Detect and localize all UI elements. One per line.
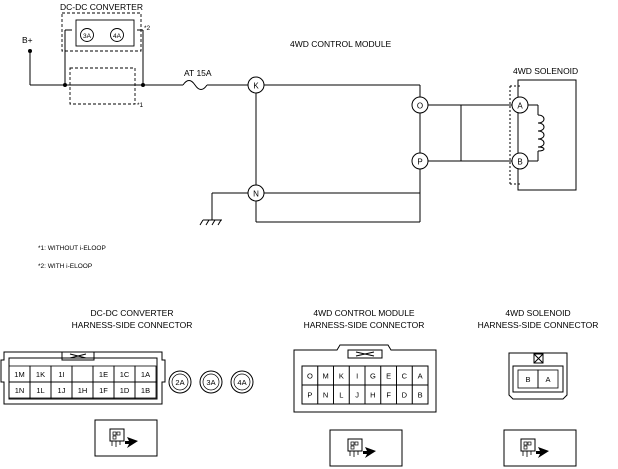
note-mark-2: *2: [144, 25, 151, 32]
module-pin-label: F: [386, 391, 391, 400]
dcdc-pin-label: 1M: [14, 370, 24, 379]
dcdc-connector-pins: 1M 1K 1I 1E 1C 1A 1N 1L 1J 1H 1F 1D 1B: [8, 365, 157, 399]
module-pin-label: E: [386, 372, 391, 381]
dcdc-pin-label: 1L: [36, 386, 44, 395]
dcdc-pin-label: 1N: [15, 386, 25, 395]
module-connector-title-1: 4WD CONTROL MODULE: [313, 308, 415, 318]
svg-text:A: A: [517, 102, 523, 111]
module-connector-pins: O M K I G E C A P N L J H F D B: [301, 365, 429, 405]
svg-text:4A: 4A: [113, 33, 122, 40]
solenoid-terminal-a: A: [511, 96, 529, 114]
svg-text:N: N: [253, 190, 259, 199]
dcdc-pin-label: 1E: [99, 370, 108, 379]
module-terminal-o: O: [411, 96, 429, 114]
module-pin-label: N: [323, 391, 328, 400]
solenoid-connector-title-2: HARNESS-SIDE CONNECTOR: [478, 320, 599, 330]
dcdc-pin-label: 1K: [36, 370, 45, 379]
module-pin-label: A: [418, 372, 423, 381]
dcdc-extra-terminal-label: 4A: [237, 378, 246, 387]
dcdc-extra-terminal-label: 2A: [175, 378, 184, 387]
module-pin-label: O: [307, 372, 313, 381]
module-pin-label: J: [355, 391, 359, 400]
svg-text:B: B: [517, 158, 522, 167]
svg-text:K: K: [253, 82, 259, 91]
module-pin-label: I: [356, 372, 358, 381]
module-title: 4WD CONTROL MODULE: [290, 39, 392, 49]
module-pin-label: C: [402, 372, 408, 381]
dcdc-pin-cell: [134, 381, 157, 399]
note-1: *1: WITHOUT i-ELOOP: [38, 245, 106, 252]
svg-text:O: O: [417, 102, 423, 111]
junction-dots: [28, 49, 145, 87]
solenoid-connector-title-1: 4WD SOLENOID: [505, 308, 570, 318]
dcdc-pin-label: 1B: [141, 386, 150, 395]
svg-text:3A: 3A: [83, 33, 92, 40]
module-pin-label: M: [323, 372, 329, 381]
solenoid-terminal-b: B: [511, 152, 529, 170]
module-pin-label: P: [307, 391, 312, 400]
dcdc-plug-icon: [94, 419, 158, 457]
dcdc-pin-label: 1J: [58, 386, 66, 395]
dcdc-terminal-3a: 3A: [80, 28, 94, 42]
module-pin-label: K: [339, 372, 344, 381]
wiring: [29, 29, 577, 226]
module-plug-icon: [329, 429, 403, 467]
fuse-label: AT 15A: [184, 68, 212, 78]
module-pin-cell: [411, 384, 429, 405]
solenoid-plug-icon: [503, 429, 577, 467]
dcdc-converter-symbol: [61, 12, 142, 105]
dcdc-pin-label: 1H: [78, 386, 88, 395]
solenoid-title: 4WD SOLENOID: [513, 66, 578, 76]
dcdc-extra-terminal-label: 3A: [206, 378, 215, 387]
dcdc-pin-label: 1D: [120, 386, 130, 395]
note-mark-1: *1: [137, 102, 144, 109]
solenoid-pin-cell: [537, 369, 559, 389]
module-pin-label: D: [402, 391, 408, 400]
module-pin-label: L: [339, 391, 343, 400]
dcdc-terminal-4a: 4A: [110, 28, 124, 42]
dcdc-connector-title-1: DC-DC CONVERTER: [91, 308, 174, 318]
module-terminal-k: K: [247, 76, 265, 94]
module-terminal-n: N: [247, 184, 265, 202]
svg-text:P: P: [417, 158, 422, 167]
note-2: *2: WITH i-ELOOP: [38, 263, 92, 270]
fuse-symbol: [182, 80, 208, 90]
dcdc-converter-title: DC-DC CONVERTER: [60, 2, 143, 12]
dcdc-pin-label: 1F: [99, 386, 108, 395]
dcdc-pin-cell: [71, 365, 94, 383]
solenoid-connector-body: [508, 352, 568, 400]
battery-label: B+: [22, 35, 33, 45]
dcdc-pin-label: 1C: [120, 370, 130, 379]
module-pin-label: B: [418, 391, 423, 400]
module-pin-label: G: [370, 372, 376, 381]
dcdc-pin-label: 1A: [141, 370, 150, 379]
module-terminal-p: P: [411, 152, 429, 170]
module-pin-label: H: [370, 391, 375, 400]
dcdc-connector-title-2: HARNESS-SIDE CONNECTOR: [72, 320, 193, 330]
solenoid-pin-label: B: [525, 375, 530, 384]
solenoid-pin-label: A: [545, 375, 550, 384]
module-connector-title-2: HARNESS-SIDE CONNECTOR: [304, 320, 425, 330]
dcdc-pin-label: 1I: [58, 370, 64, 379]
dcdc-extra-terminals: 2A 3A 4A: [168, 370, 254, 394]
